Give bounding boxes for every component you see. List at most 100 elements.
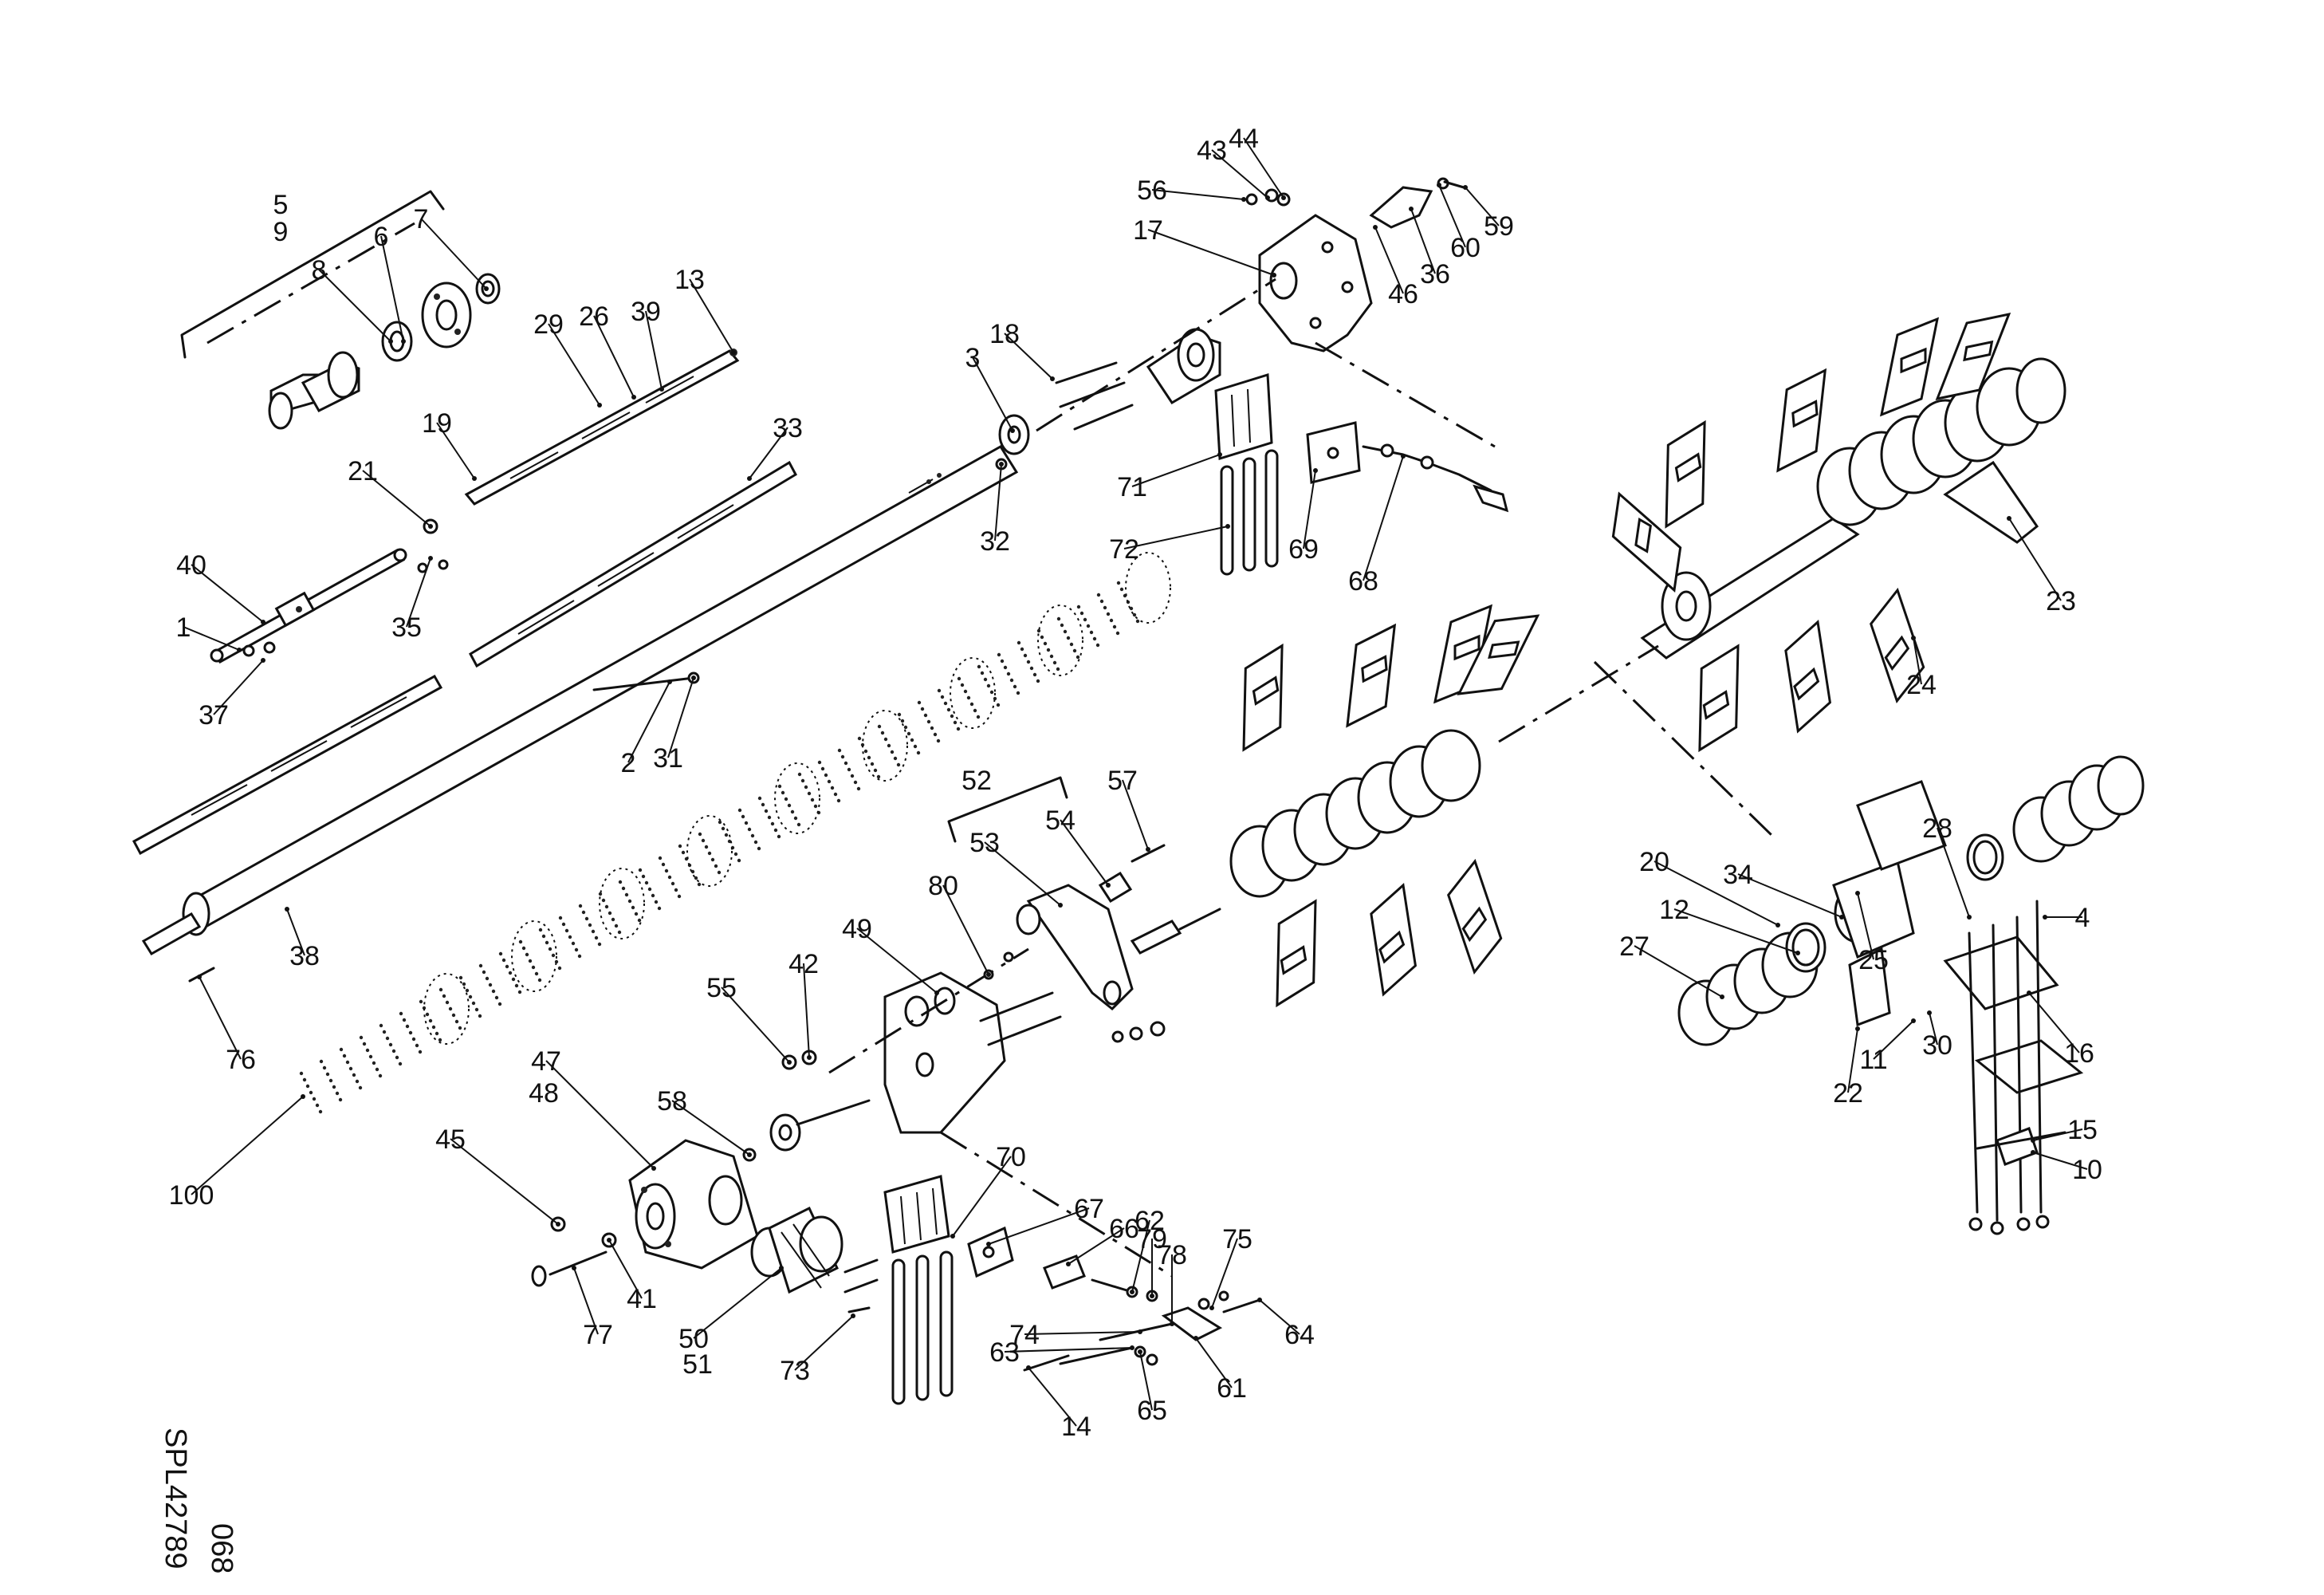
callout-label: 77 xyxy=(583,1320,613,1350)
phantom-dot xyxy=(876,774,881,779)
callout-label: 27 xyxy=(1619,931,1650,962)
callout-label: 48 xyxy=(529,1078,559,1109)
phantom-dot xyxy=(950,714,954,719)
rotor-blade xyxy=(1870,587,1925,704)
leader-arrow-dot xyxy=(607,1238,611,1243)
phantom-dot xyxy=(847,767,851,772)
phantom-dot xyxy=(362,1042,367,1046)
phantom-dot xyxy=(505,964,509,969)
phantom-dot xyxy=(910,738,914,742)
hub-20 xyxy=(1832,859,1915,959)
bolts-10-16 xyxy=(1968,1215,2050,1235)
leader-arrow-dot xyxy=(1138,1329,1142,1334)
phantom-dot xyxy=(534,971,539,976)
phantom-rotor-shaft xyxy=(299,552,1171,1114)
phantom-dot xyxy=(804,785,808,790)
callout-label: 65 xyxy=(1137,1396,1167,1426)
phantom-dot xyxy=(638,868,643,872)
phantom-dot xyxy=(425,1012,430,1017)
leader-arrow-dot xyxy=(851,1313,855,1318)
phantom-dot xyxy=(916,750,921,755)
leader-arrow-dot xyxy=(2027,990,2031,995)
callout-label: 22 xyxy=(1833,1078,1863,1109)
phantom-coil xyxy=(950,657,996,729)
callout-label: 54 xyxy=(1045,805,1075,836)
callout-leader xyxy=(318,269,391,342)
phantom-dot xyxy=(976,715,981,719)
rotor-blade xyxy=(1784,620,1832,734)
phantom-dot xyxy=(498,951,503,956)
leader-arrow-dot xyxy=(1927,1010,1932,1015)
callout-label: 14 xyxy=(1061,1412,1091,1442)
callout-leader xyxy=(1004,1347,1133,1353)
leader-arrow-dot xyxy=(1150,1294,1154,1298)
phantom-dot xyxy=(820,766,825,771)
phantom-dot xyxy=(391,1049,396,1053)
callout-label: 19 xyxy=(422,408,452,439)
phantom-coil xyxy=(511,920,557,992)
phantom-dot xyxy=(332,1085,336,1089)
callout-label: 56 xyxy=(1137,175,1167,206)
phantom-dot xyxy=(977,664,981,669)
phantom-dot xyxy=(491,989,496,994)
leader-arrow-dot xyxy=(237,648,242,652)
phantom-dot xyxy=(717,870,722,875)
rotor-blade xyxy=(1879,317,1940,417)
phantom-dot xyxy=(641,874,646,879)
phantom-dot xyxy=(997,652,1001,657)
callout-leader xyxy=(1937,827,1970,918)
rotor-blade xyxy=(1346,623,1397,728)
phantom-dot xyxy=(1083,617,1087,622)
callout-label: 7 xyxy=(414,204,429,234)
axis-line-rotor xyxy=(1498,644,1659,743)
phantom-dot xyxy=(800,778,805,783)
leader-arrow-dot xyxy=(1373,225,1378,230)
phantom-dot xyxy=(1032,672,1037,677)
phantom-dot xyxy=(319,1059,324,1064)
strips-72-upper xyxy=(1220,449,1279,576)
phantom-dot xyxy=(966,695,971,700)
bearing-housing xyxy=(268,351,360,430)
callout-leader xyxy=(1438,184,1466,248)
callout-leaders xyxy=(183,137,2088,1427)
phantom-dot xyxy=(378,1073,383,1078)
callout-leader xyxy=(548,323,600,406)
phantom-dot xyxy=(850,774,855,778)
phantom-dot xyxy=(312,1097,317,1101)
washer-3-lower xyxy=(769,1113,801,1152)
phantom-dot xyxy=(398,1061,403,1066)
leader-arrow-dot xyxy=(1050,376,1055,381)
rotor-blade xyxy=(1776,368,1827,473)
spiral-coil-center xyxy=(1229,729,1481,898)
ring-right-small xyxy=(1966,833,2004,881)
callout-label: 36 xyxy=(1420,259,1450,289)
callout-label: 44 xyxy=(1229,124,1259,154)
callout-leader xyxy=(608,1239,643,1299)
phantom-dot xyxy=(604,904,609,909)
phantom-dot xyxy=(750,833,755,838)
phantom-dot xyxy=(960,683,965,687)
phantom-dot xyxy=(880,731,885,735)
phantom-dot xyxy=(601,898,606,903)
phantom-dot xyxy=(761,802,765,807)
shaft-stub-lower xyxy=(796,1099,871,1126)
phantom-dot xyxy=(508,971,513,975)
callout-label: 25 xyxy=(1858,945,1889,975)
phantom-dot xyxy=(315,1103,320,1108)
callout-leader xyxy=(1028,1367,1077,1427)
callout-leader xyxy=(362,470,431,527)
phantom-dot xyxy=(637,918,642,923)
blade-slot xyxy=(1488,640,1520,660)
callout-leader xyxy=(1131,454,1221,487)
callout-label: 58 xyxy=(657,1086,687,1116)
callout-leader xyxy=(689,278,734,353)
phantom-dot xyxy=(501,958,506,963)
leader-arrow-dot xyxy=(651,1166,656,1171)
phantom-dot xyxy=(837,748,842,753)
leader-arrow-dot xyxy=(1911,1018,1916,1023)
pin-77 xyxy=(549,1250,608,1276)
leader-arrow-dot xyxy=(572,1266,576,1270)
phantom-dot xyxy=(1049,654,1054,659)
phantom-dot xyxy=(342,1053,347,1058)
phantom-dot xyxy=(873,768,878,773)
